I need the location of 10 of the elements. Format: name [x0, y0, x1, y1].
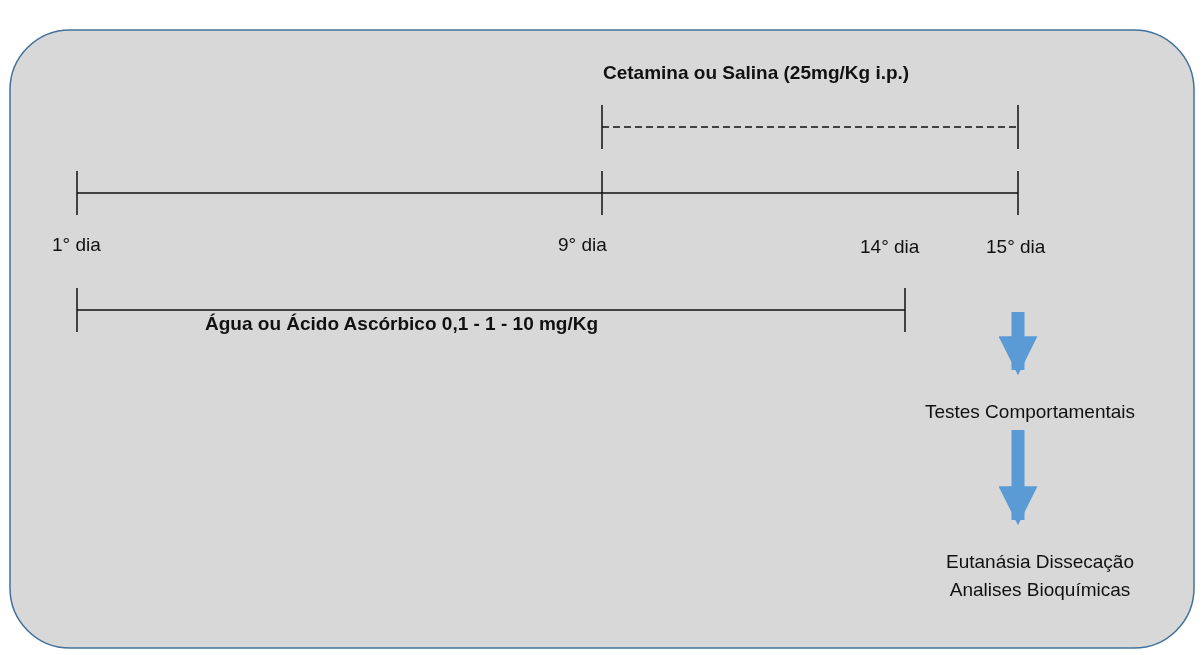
period-label: Cetamina ou Salina (25mg/Kg i.p.)	[603, 62, 910, 84]
day-label: 1° dia	[52, 234, 101, 256]
period-label: Água ou Ácido Ascórbico 0,1 - 1 - 10 mg/Kg	[205, 313, 599, 335]
step-text: Eutanásia Dissecação Analises Bioquímicas	[900, 548, 1180, 604]
step-text: Testes Comportamentais	[860, 398, 1200, 426]
arrow	[998, 312, 1038, 376]
day-label: 9° dia	[558, 234, 607, 256]
arrow	[998, 430, 1038, 526]
day-label: 14° dia	[860, 236, 920, 258]
day-label: 15° dia	[986, 236, 1046, 258]
